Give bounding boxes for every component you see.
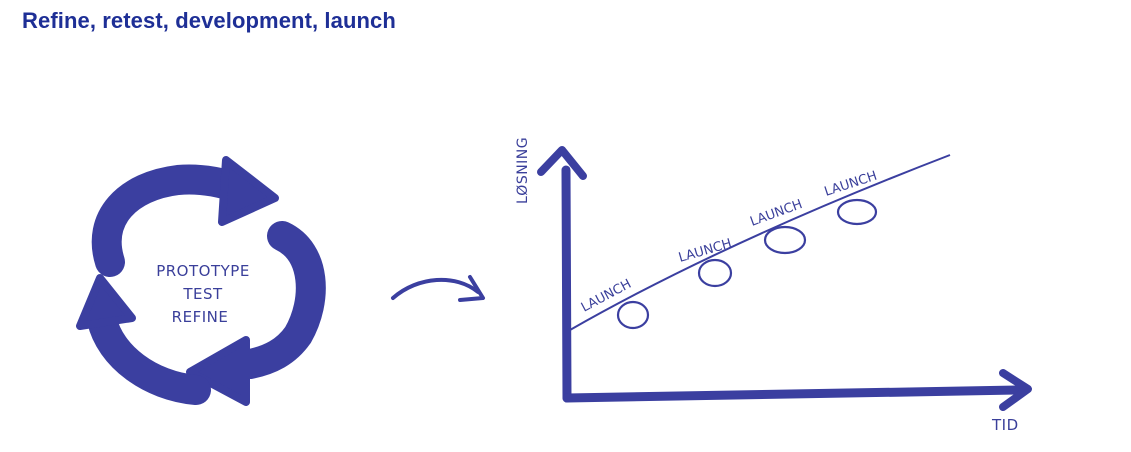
cycle-arrow-top bbox=[91, 156, 279, 277]
launch-label-3: LAUNCH bbox=[748, 197, 804, 230]
cycle-arrow-left bbox=[76, 274, 211, 405]
cycle-arrow-right bbox=[186, 221, 326, 406]
y-axis-label: LØSNING bbox=[515, 137, 531, 204]
growth-graph: LAUNCH LAUNCH LAUNCH LAUNCH LØSNING TID bbox=[515, 137, 1032, 434]
x-axis bbox=[562, 385, 1025, 403]
cycle-diagram: PROTOTYPE TEST REFINE bbox=[76, 156, 326, 406]
page-title: Refine, retest, development, launch bbox=[22, 8, 396, 33]
launch-loop-3 bbox=[763, 225, 807, 255]
x-axis-label: TID bbox=[991, 416, 1019, 434]
growth-curve bbox=[569, 154, 951, 331]
y-axis-arrowhead bbox=[537, 146, 587, 180]
launch-loop-2 bbox=[697, 258, 733, 288]
cycle-text-prototype: PROTOTYPE bbox=[156, 262, 250, 280]
transition-arrow bbox=[391, 275, 485, 302]
cycle-text-refine: REFINE bbox=[172, 308, 229, 326]
x-axis-arrowhead bbox=[999, 369, 1032, 411]
cycle-text-test: TEST bbox=[182, 285, 223, 303]
launch-loop-4 bbox=[836, 198, 878, 226]
launch-loop-1 bbox=[616, 300, 650, 330]
y-axis bbox=[561, 165, 572, 403]
